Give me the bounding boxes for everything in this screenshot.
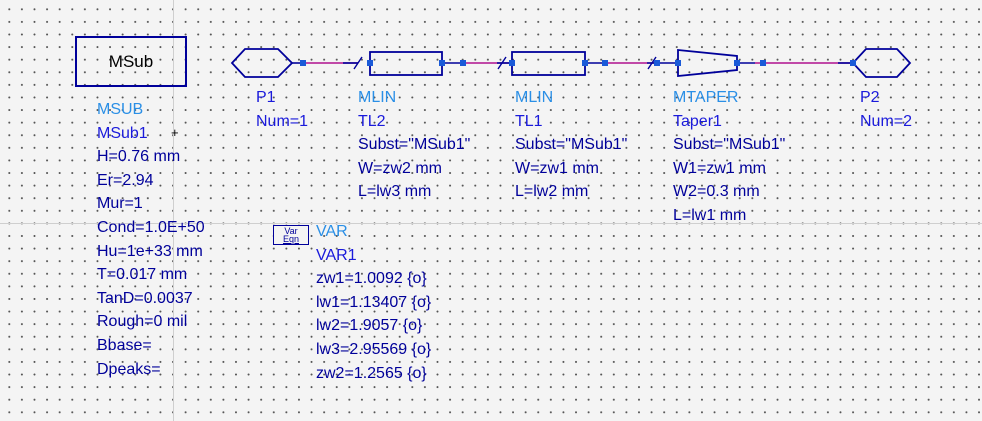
var1-param: lw1=1.13407 {o}: [316, 293, 432, 311]
port-p1-symbol: [230, 48, 294, 78]
tl2-param: W=zw2 mm: [358, 159, 442, 177]
horizontal-guide-line: [0, 223, 982, 224]
taper1-instance-name: Taper1: [673, 112, 722, 130]
msub-properties[interactable]: MSUB MSub1 H=0.76 mm Er=2.94 Mur=1 Cond=…: [97, 98, 205, 381]
msub-param: Dpeaks=: [97, 360, 161, 378]
port-p2-symbol: [851, 48, 912, 78]
taper1-param: L=lw1 mm: [673, 206, 747, 224]
msub-symbol-label: MSub: [108, 51, 154, 71]
tl1-instance-name: TL1: [515, 112, 543, 130]
msub-param: T=0.017 mm: [97, 266, 188, 284]
p1-properties[interactable]: P1 Num=1: [256, 86, 308, 133]
tl1-param: W=zw1 mm: [515, 159, 599, 177]
crosshair-cursor-icon: +: [171, 125, 179, 140]
p2-properties[interactable]: P2 Num=2: [860, 86, 912, 133]
p1-param: Num=1: [256, 112, 309, 130]
taper1-properties[interactable]: MTAPER Taper1 Subst="MSub1" W1=zw1 mm W2…: [673, 86, 785, 228]
taper1-type-label: MTAPER: [673, 89, 739, 106]
msub-component-symbol[interactable]: MSub: [75, 36, 187, 87]
var1-param: zw2=1.2565 {o}: [316, 364, 427, 382]
p1-instance-name: P1: [256, 89, 276, 106]
msub-param: Mur=1: [97, 195, 143, 213]
msub-instance-name: MSub1: [97, 124, 148, 142]
tl2-instance-name: TL2: [358, 112, 386, 130]
msub-param: Hu=1e+33 mm: [97, 242, 203, 260]
msub-param: Er=2.94: [97, 171, 154, 189]
tl1-param: L=lw2 mm: [515, 183, 589, 201]
var1-param: lw2=1.9057 {o}: [316, 317, 423, 335]
msub-param: Cond=1.0E+50: [97, 218, 205, 236]
var1-param: zw1=1.0092 {o}: [316, 270, 427, 288]
var1-type-label: VAR: [316, 223, 348, 240]
p2-instance-name: P2: [860, 89, 880, 106]
vertical-guide-line: [173, 0, 174, 421]
var-eqn-icon[interactable]: Var Eqn: [273, 225, 309, 245]
tl2-param: L=lw3 mm: [358, 183, 432, 201]
var1-instance-name: VAR1: [316, 246, 357, 264]
taper1-param: W2=0.3 mm: [673, 183, 760, 201]
p2-param: Num=2: [860, 112, 913, 130]
var-icon-line1: Var: [284, 226, 298, 236]
msub-type-label: MSUB: [97, 101, 144, 118]
tl2-type-label: MLIN: [358, 89, 397, 106]
var1-param: lw3=2.95569 {o}: [316, 340, 432, 358]
taper1-symbol: [677, 49, 738, 77]
tl1-properties[interactable]: MLIN TL1 Subst="MSub1" W=zw1 mm L=lw2 mm: [515, 86, 627, 204]
tl1-type-label: MLIN: [515, 89, 554, 106]
taper1-param: Subst="MSub1": [673, 136, 786, 154]
msub-param: Bbase=: [97, 336, 152, 354]
msub-param: H=0.76 mm: [97, 148, 181, 166]
tl2-symbol: [369, 51, 443, 76]
tl2-properties[interactable]: MLIN TL2 Subst="MSub1" W=zw2 mm L=lw3 mm: [358, 86, 470, 204]
taper1-param: W1=zw1 mm: [673, 159, 766, 177]
msub-param: TanD=0.0037: [97, 289, 193, 307]
var1-properties[interactable]: VAR VAR1 zw1=1.0092 {o} lw1=1.13407 {o} …: [316, 220, 431, 385]
msub-param: Rough=0 mil: [97, 313, 188, 331]
tl1-symbol: [511, 51, 586, 76]
tl2-param: Subst="MSub1": [358, 136, 471, 154]
tl1-param: Subst="MSub1": [515, 136, 628, 154]
var-icon-line2: Eqn: [282, 234, 299, 244]
